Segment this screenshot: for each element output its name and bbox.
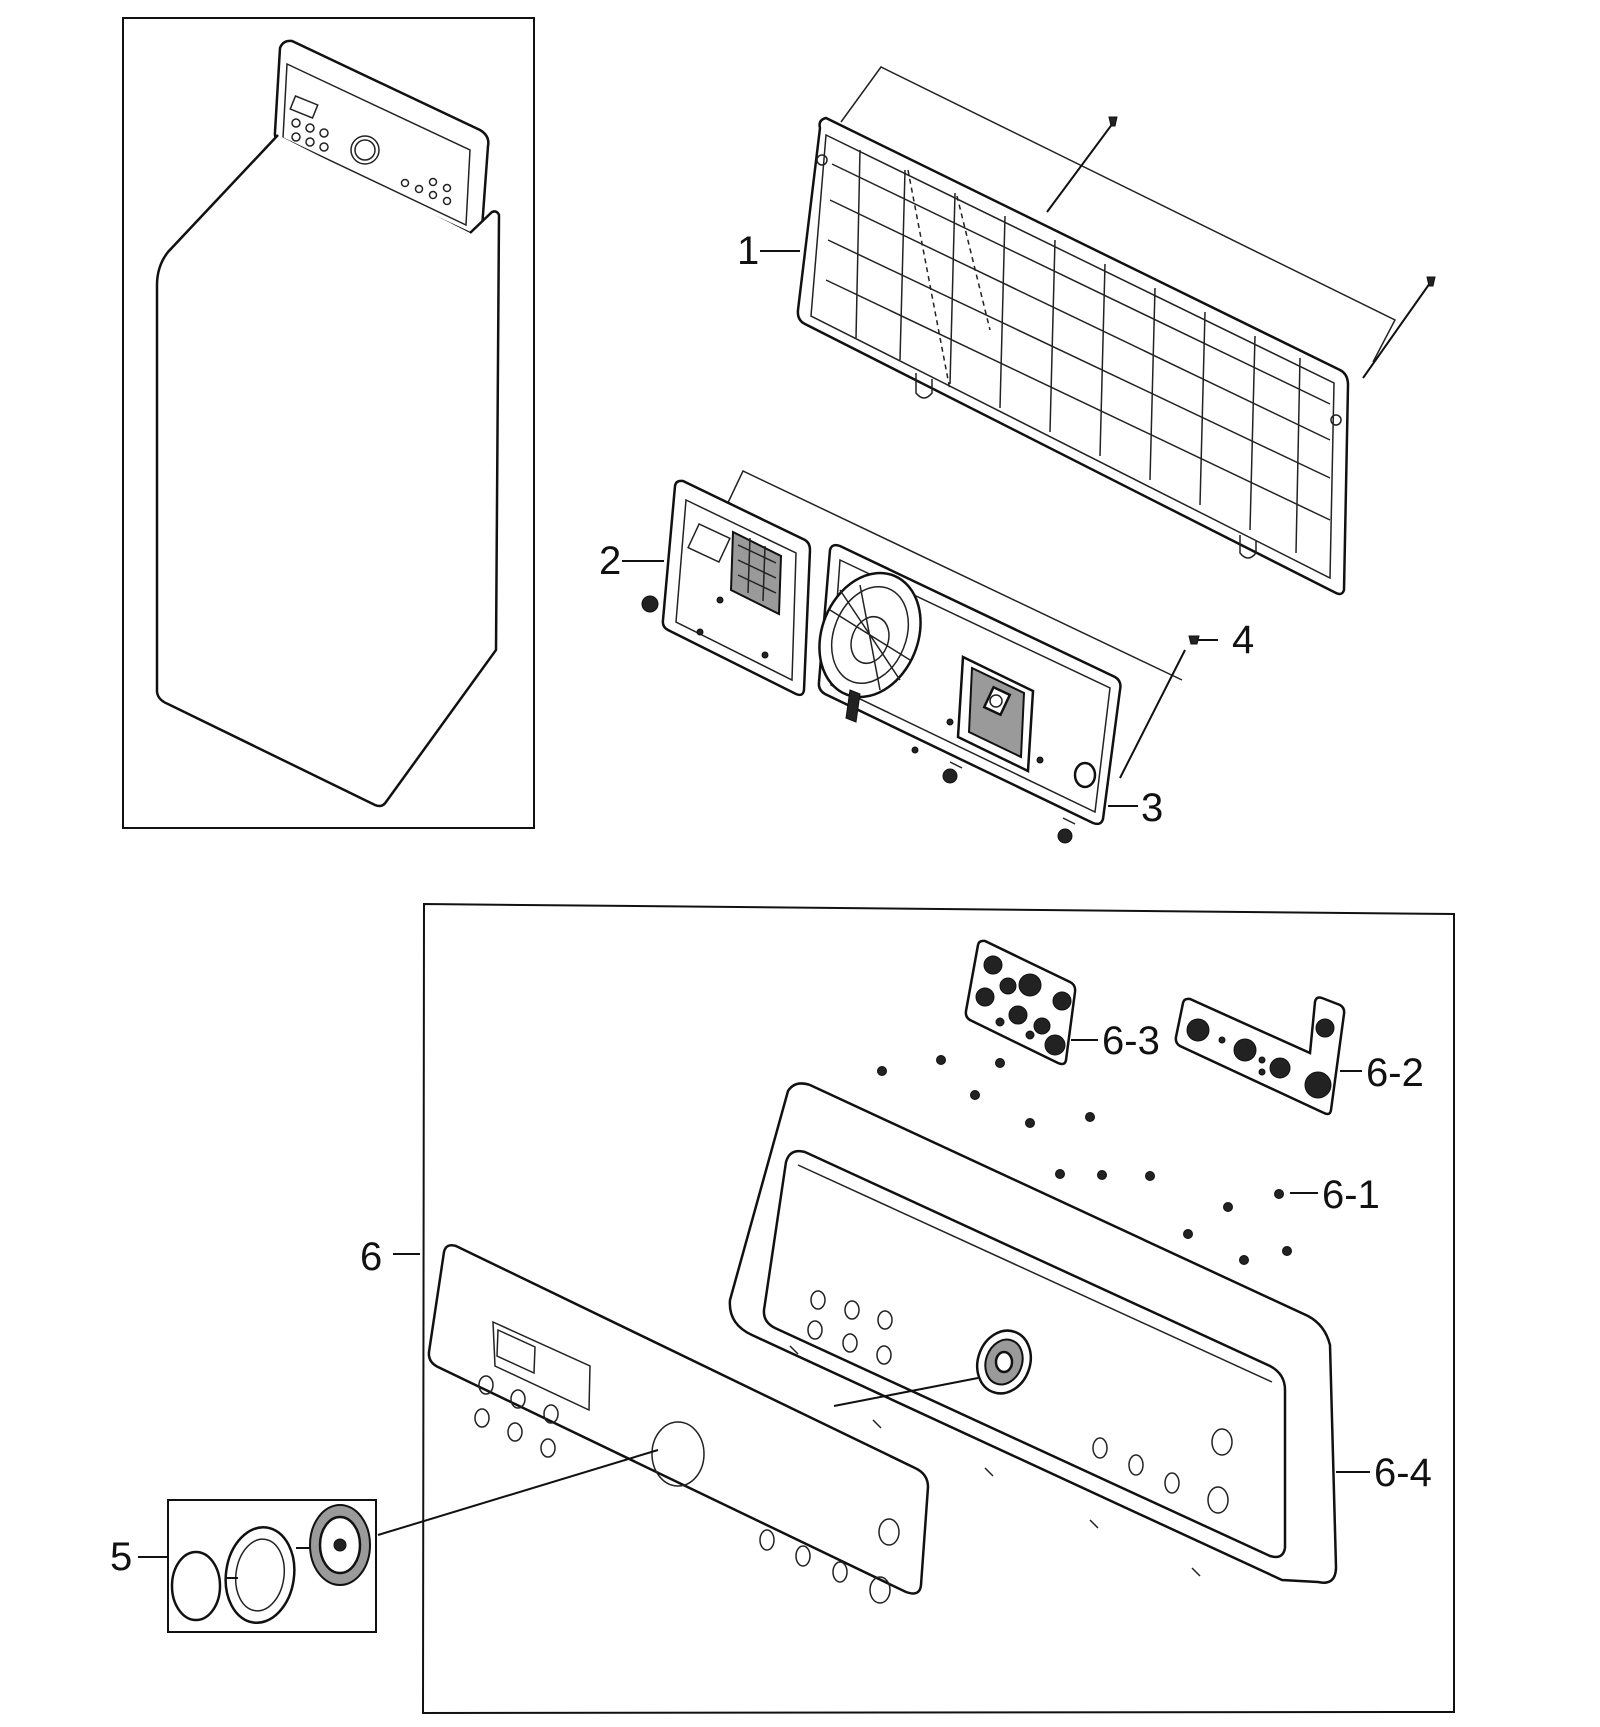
panel-frame-part-1	[796, 66, 1436, 596]
callout-6-1: 6-1	[1322, 1173, 1380, 1217]
screw-part-4	[1119, 635, 1218, 779]
button-board-part-6-3	[964, 939, 1077, 1066]
callout-5: 5	[110, 1535, 132, 1579]
front-overlay-part-6	[427, 1244, 979, 1604]
callout-3: 3	[1141, 786, 1163, 830]
callout-6-4: 6-4	[1374, 1451, 1432, 1495]
callout-1: 1	[737, 229, 759, 273]
callout-6-2: 6-2	[1366, 1051, 1424, 1095]
pcb-assembly-part-2	[641, 469, 1183, 697]
callout-2: 2	[599, 539, 621, 583]
control-board-part-3	[817, 543, 1122, 844]
control-panel-assembly-frame	[421, 902, 1455, 1715]
button-caps-part-6-1	[877, 1055, 1292, 1265]
callout-4: 4	[1232, 618, 1254, 662]
callout-6: 6	[360, 1235, 382, 1279]
callout-6-3: 6-3	[1102, 1019, 1160, 1063]
washer-cabinet	[155, 134, 501, 808]
washer-overview-frame	[122, 17, 535, 829]
knob-part-5	[167, 1449, 659, 1633]
button-board-part-6-2	[1174, 996, 1346, 1116]
panel-housing-part-6-4	[728, 1082, 1338, 1584]
